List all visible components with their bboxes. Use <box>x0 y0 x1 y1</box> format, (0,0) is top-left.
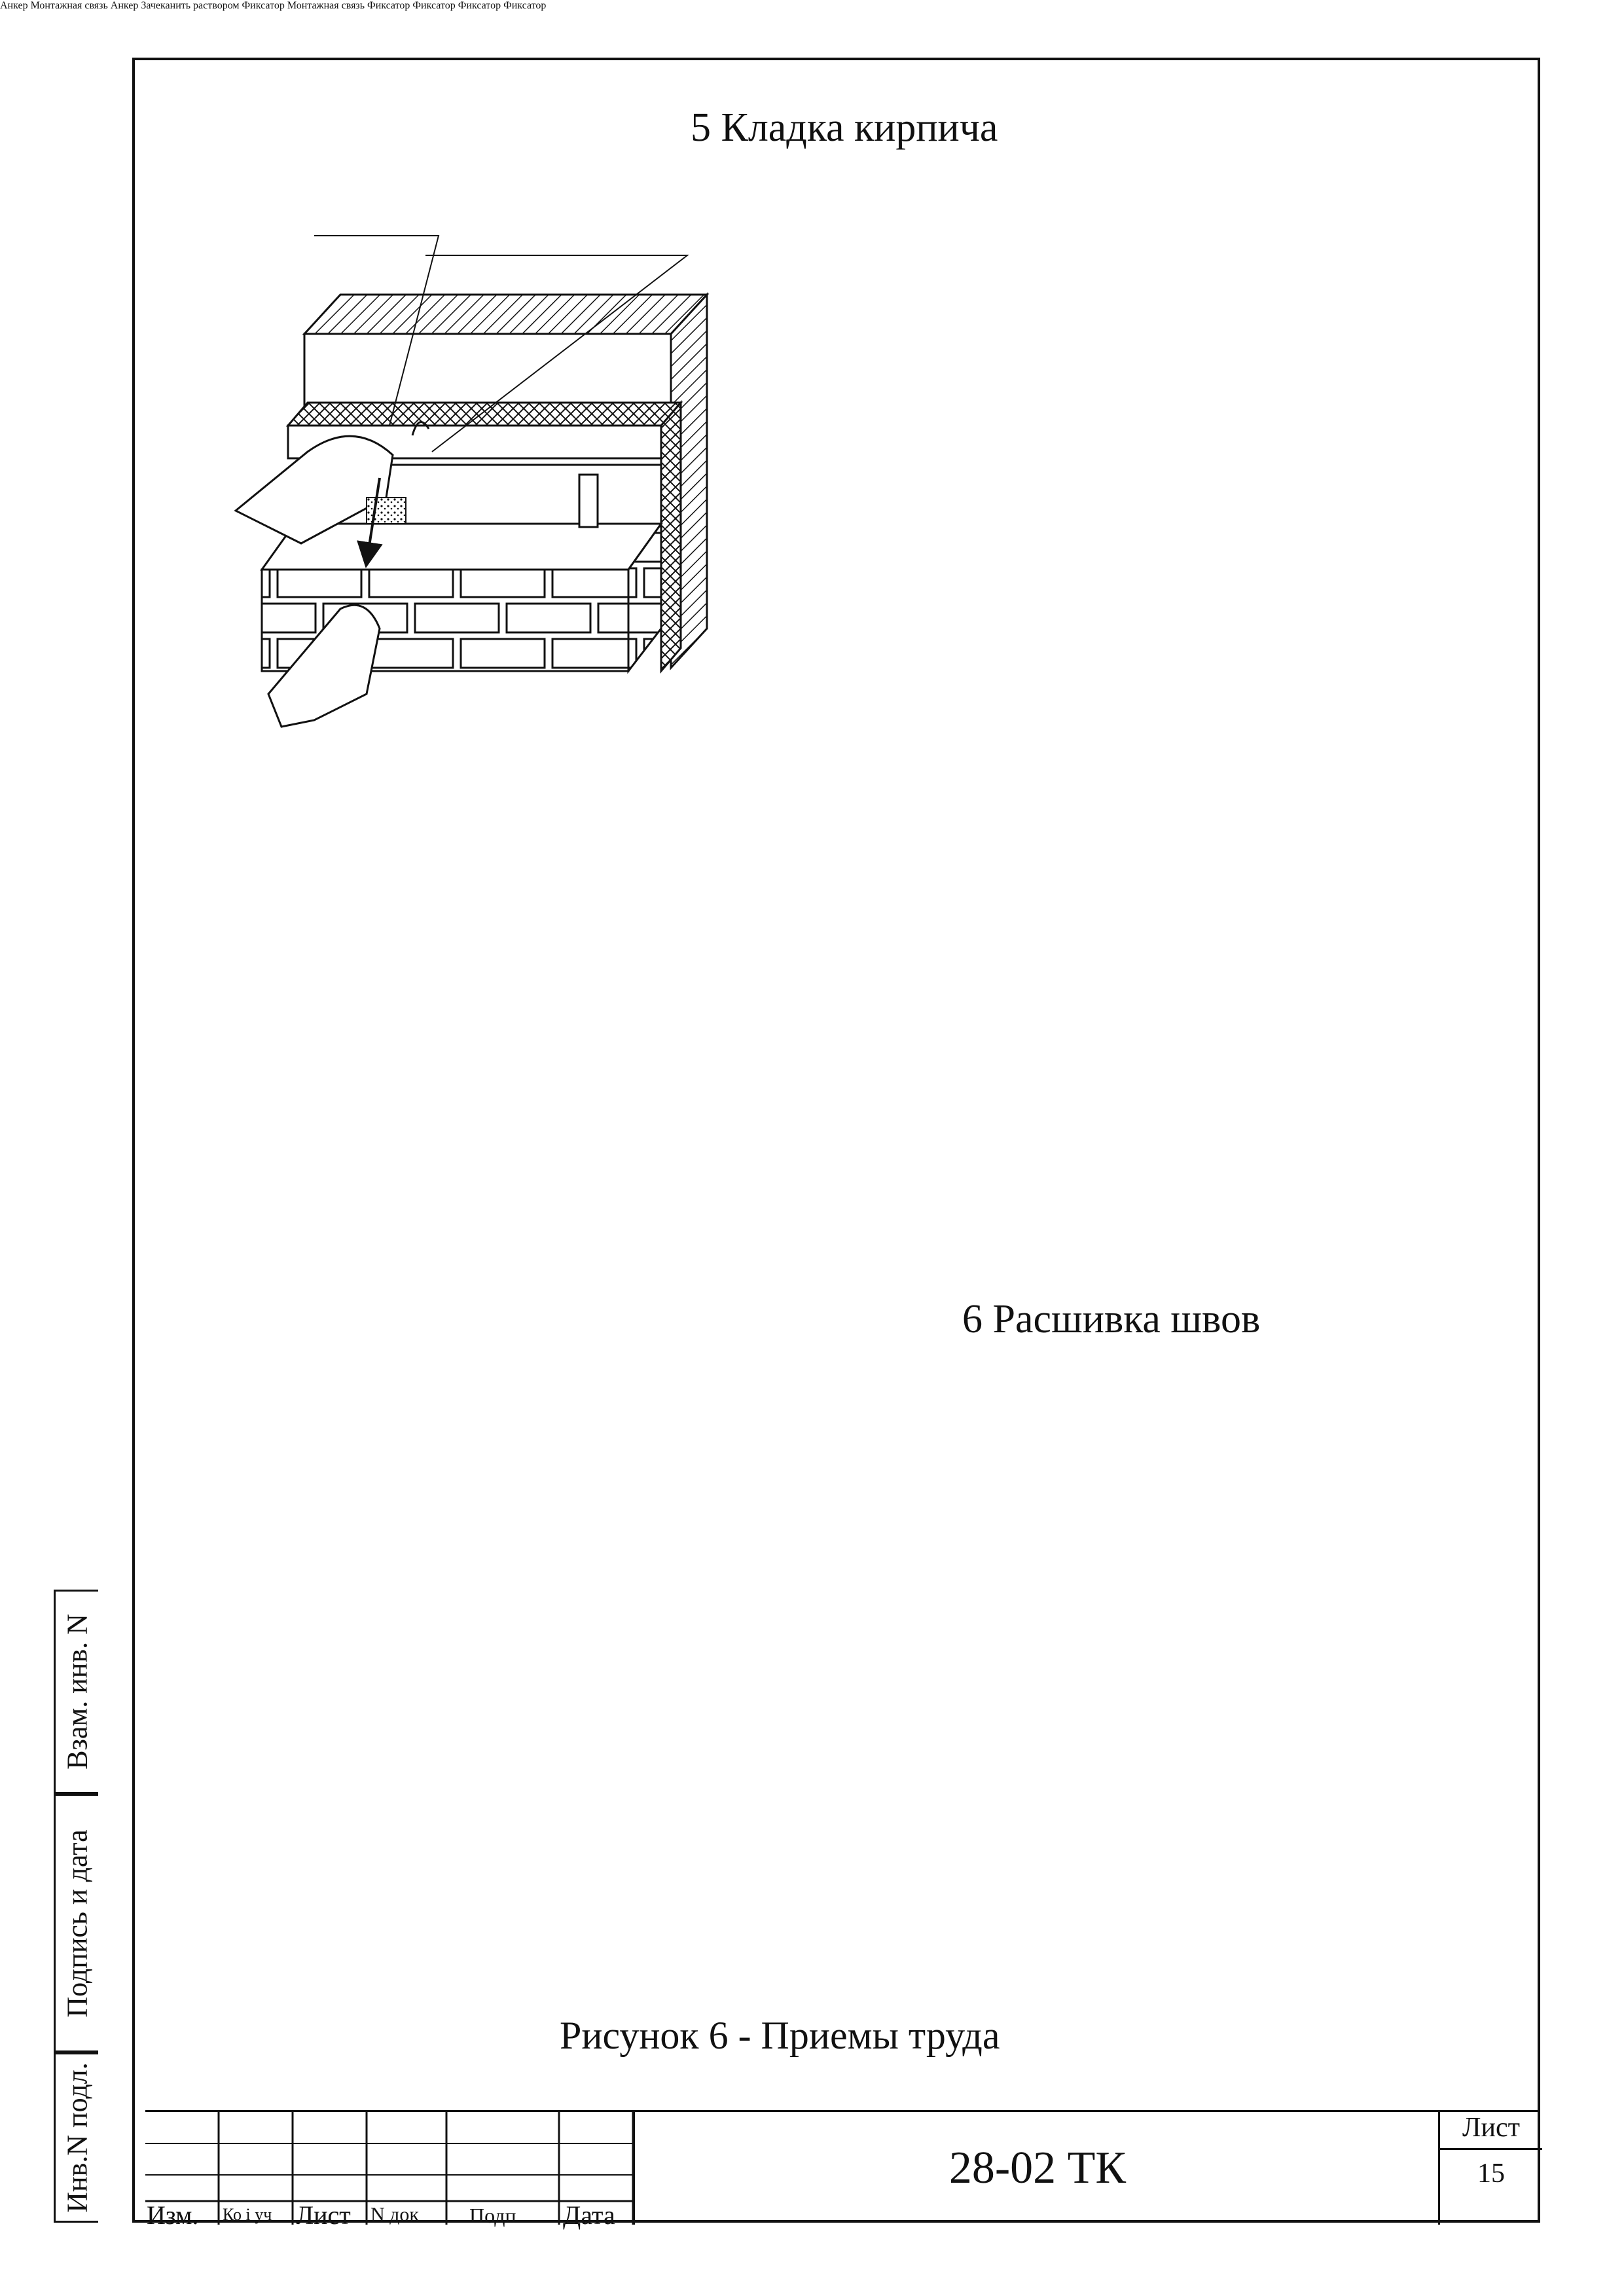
sheet-cell: Лист 15 <box>1438 2112 1542 2225</box>
col-izm: Изм. <box>147 2200 199 2230</box>
p5-fixer-label: Фиксатор <box>458 0 501 11</box>
p3-fixer-label: Фиксатор <box>367 0 410 11</box>
revisions-grid-lines <box>145 2112 633 2225</box>
col-list: Лист <box>296 2200 351 2230</box>
section-5-heading: 5 Кладка кирпича <box>691 105 998 150</box>
p2-tie-label: Монтажная связь <box>287 0 365 11</box>
side-cell-sign-date: Подпись и дата <box>54 1794 98 2052</box>
side-cell-replace-inv: Взам. инв. N <box>54 1590 98 1794</box>
p1-tie-label: Монтажная связь <box>30 0 108 11</box>
col-podp: Подп <box>469 2204 516 2227</box>
p2-caulk-label: Зачеканить раствором <box>141 0 240 11</box>
col-kol-uch: Ко і уч <box>223 2205 272 2224</box>
figure-caption: Рисунок 6 - Приемы труда <box>560 2014 1000 2057</box>
sheet-label: Лист <box>1440 2112 1542 2150</box>
document-code: 28-02 ТК <box>633 2112 1440 2225</box>
p4-fixer-label: Фиксатор <box>412 0 456 11</box>
p2-fixer-label: Фиксатор <box>242 0 285 11</box>
col-n-dok: N док <box>370 2204 420 2225</box>
p2-anchor-label: Анкер <box>110 0 139 11</box>
p6-fixer-label: Фиксатор <box>503 0 547 11</box>
sheet-number: 15 <box>1477 2159 1505 2189</box>
p1-anchor-label: Анкер <box>0 0 28 11</box>
col-data: Дата <box>563 2200 615 2230</box>
drawing-frame <box>132 58 1540 2223</box>
section-6-heading: 6 Расшивка швов <box>962 1297 1261 1341</box>
side-cell-inv-orig: Инв.N подл. <box>54 2052 98 2223</box>
side-stamp: Взам. инв. N Подпись и дата Инв.N подл. <box>54 1590 149 2223</box>
title-block: Изм. Ко і уч Лист N док Подп Дата 28-02 … <box>145 2110 1542 2230</box>
revisions-grid: Изм. Ко і уч Лист N док Подп Дата <box>145 2112 633 2230</box>
panel-1-brick-laying <box>234 235 710 728</box>
